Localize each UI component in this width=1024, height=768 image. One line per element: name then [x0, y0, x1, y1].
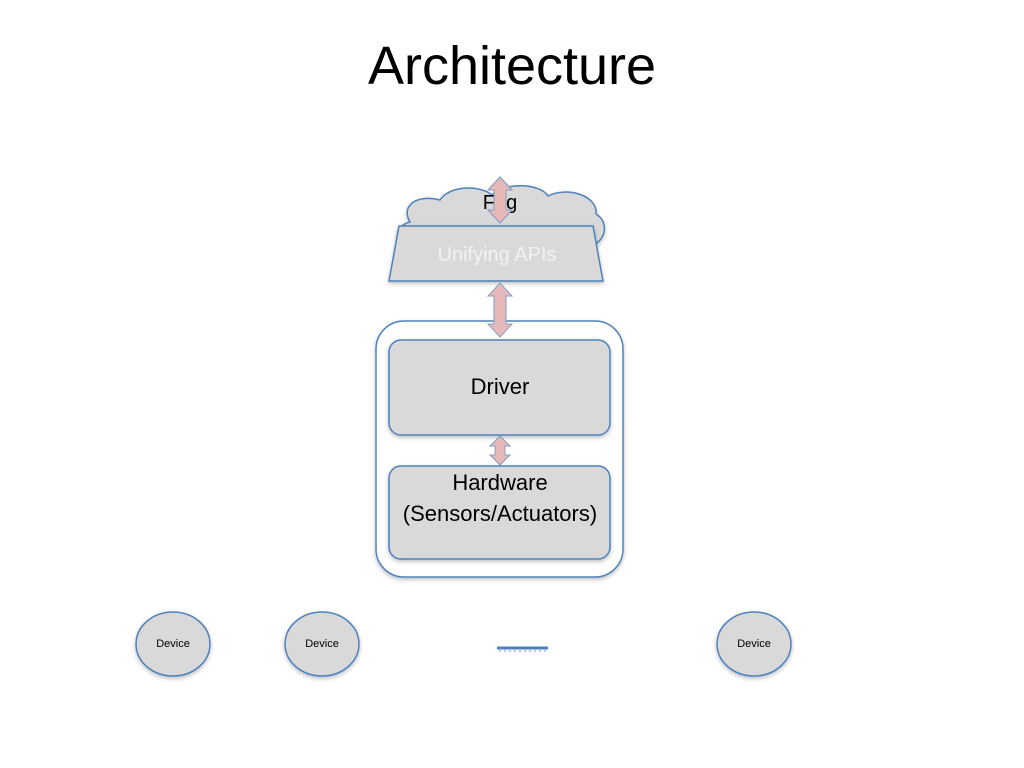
unifying-apis-block — [388, 225, 604, 282]
ellipsis-dash — [497, 646, 548, 652]
unifying-apis-label: Unifying APIs — [437, 244, 557, 266]
slide-title: Architecture — [367, 36, 657, 96]
device-label-2: Device — [305, 638, 339, 650]
hardware-label: Hardware (Sensors/Actuators) — [390, 467, 610, 529]
device-circle-3 — [716, 611, 792, 677]
hardware-block — [388, 465, 611, 560]
hardware-label-text: Hardware (Sensors/Actuators) — [402, 470, 598, 526]
device-circle-1 — [135, 611, 211, 677]
api-driver-double-arrow — [486, 282, 514, 338]
device-label-3: Device — [737, 638, 771, 650]
driver-block — [388, 339, 611, 436]
device-label-1: Device — [156, 638, 190, 650]
device-circle-2 — [284, 611, 360, 677]
driver-hardware-double-arrow — [488, 435, 512, 466]
driver-label: Driver — [470, 374, 530, 399]
